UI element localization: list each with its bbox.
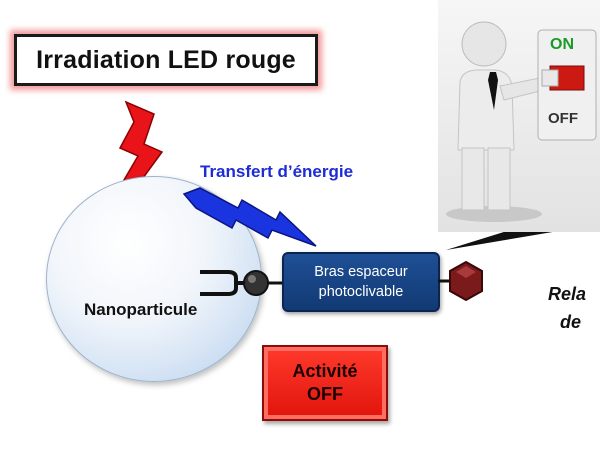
- cut-text-line-1: Rela: [548, 284, 587, 304]
- anchor-ball: [243, 270, 269, 296]
- activity-off-box: Activité OFF: [262, 345, 388, 421]
- energy-transfer-label: Transfert d’énergie: [200, 162, 354, 181]
- switch-illustration-panel: [438, 0, 600, 232]
- photocleavable-linker-box: Bras espaceur photoclivable: [282, 252, 440, 312]
- linker-line-1: Bras espaceur: [314, 264, 408, 280]
- activity-line-2: OFF: [307, 384, 343, 404]
- switch-off-label: OFF: [548, 110, 578, 127]
- linker-line-2: photoclivable: [318, 284, 404, 300]
- title-text: Irradiation LED rouge: [36, 45, 296, 74]
- switch-on-label: ON: [550, 36, 574, 53]
- activity-line-1: Activité: [292, 361, 358, 381]
- person-switch-illustration: [446, 21, 597, 222]
- nanoparticle-label: Nanoparticule: [84, 300, 198, 319]
- fork-shape: [200, 270, 238, 296]
- cut-text-line-2: de: [560, 312, 582, 332]
- title-box: Irradiation LED rouge: [14, 34, 318, 86]
- blue-lightning-icon: [182, 187, 317, 247]
- cargo-connector: [438, 260, 483, 302]
- linker-connector: [200, 270, 286, 296]
